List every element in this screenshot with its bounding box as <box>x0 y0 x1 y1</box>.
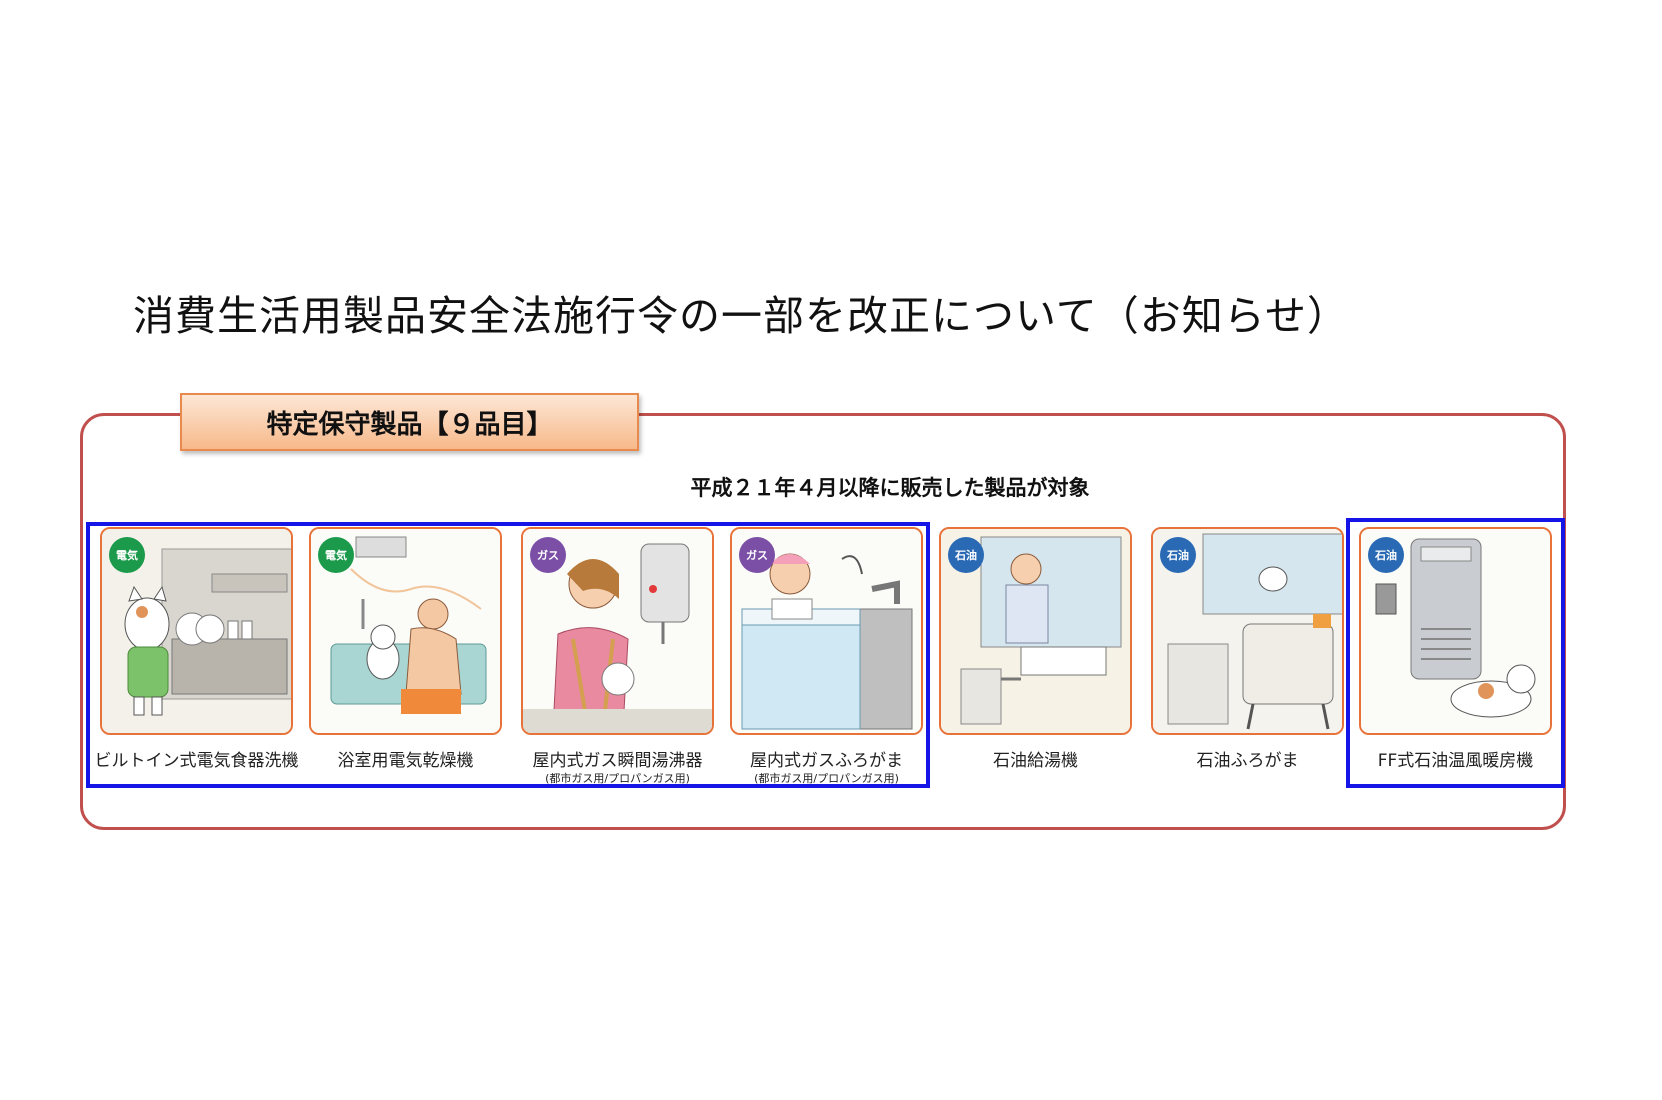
product-note: (都市ガス用/プロパンガス用) <box>545 772 690 785</box>
product-label: ビルトイン式電気食器洗機 <box>94 751 299 771</box>
product-illustration: 石油 <box>1359 527 1552 735</box>
product-note: (都市ガス用/プロパンガス用) <box>754 772 899 785</box>
product-label: 石油ふろがま <box>1196 751 1299 771</box>
page-title: 消費生活用製品安全法施行令の一部を改正について（お知らせ） <box>133 292 1349 340</box>
highlight-box-group-2 <box>1346 518 1565 788</box>
badge-oil: 石油 <box>1160 537 1196 573</box>
product-label: 屋内式ガスふろがま <box>750 751 903 771</box>
badge-electric: 電気 <box>318 537 354 573</box>
highlight-box-group-1 <box>86 522 930 788</box>
product-label: 屋内式ガス瞬間湯沸器 <box>532 751 703 771</box>
product-illustration: 電気 <box>309 527 502 735</box>
product-label: 浴室用電気乾燥機 <box>337 751 474 771</box>
badge-electric: 電気 <box>109 537 145 573</box>
badge-gas: ガス <box>530 537 566 573</box>
category-tab: 特定保守製品【９品目】 <box>180 393 639 451</box>
product-label: 石油給湯機 <box>993 751 1078 771</box>
badge-oil: 石油 <box>1368 537 1404 573</box>
badge-gas: ガス <box>739 537 775 573</box>
product-illustration: 石油 <box>939 527 1132 735</box>
product-illustration: ガス <box>730 527 923 735</box>
product-illustration: 電気 <box>100 527 293 735</box>
product-illustration: ガス <box>521 527 714 735</box>
badge-oil: 石油 <box>948 537 984 573</box>
product-illustration: 石油 <box>1151 527 1344 735</box>
product-label: FF式石油温風暖房機 <box>1377 751 1534 771</box>
subtitle: 平成２１年４月以降に販売した製品が対象 <box>690 476 1090 500</box>
